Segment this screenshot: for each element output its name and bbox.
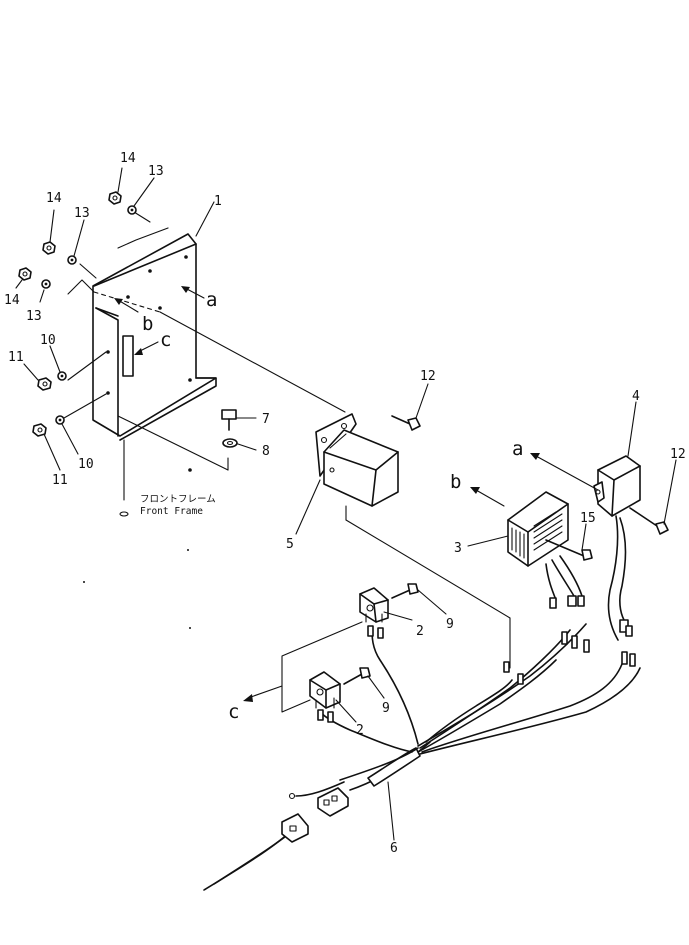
screw-9-lower <box>343 667 371 685</box>
washer-13-top <box>127 205 137 215</box>
relay-5 <box>315 413 399 507</box>
view-arrow-b-bracket <box>114 298 139 313</box>
callout-9-lower: 9 <box>382 701 390 716</box>
callout-1: 1 <box>214 194 222 209</box>
nut-14-low <box>18 267 32 281</box>
callout-13-mid: 13 <box>74 206 90 221</box>
callout-13-top: 13 <box>148 164 164 179</box>
callout-10-upper: 10 <box>40 333 56 348</box>
front-frame-en: Front Frame <box>140 506 203 517</box>
connectors <box>281 595 636 843</box>
bolt-7 <box>221 409 237 431</box>
washer-10-upper <box>57 371 67 381</box>
guide-lines <box>63 211 346 517</box>
view-letter-b-bracket: b <box>142 313 153 335</box>
bolt-12-unit4 <box>629 507 669 535</box>
nut-11-upper <box>37 377 52 391</box>
callout-12-relay: 12 <box>420 369 436 384</box>
bolt-15 <box>545 539 593 561</box>
callout-14-mid: 14 <box>46 191 62 206</box>
relay-2-upper <box>359 587 389 623</box>
scan-specks <box>83 549 191 629</box>
callout-3: 3 <box>454 541 462 556</box>
regulator-3 <box>507 491 569 567</box>
bolt-12-relay <box>391 415 421 431</box>
view-letters: a b c a b c <box>142 289 523 723</box>
washer-13-low <box>41 279 51 289</box>
front-frame-note: フロントフレーム Front Frame <box>140 494 216 517</box>
view-arrow-c-bracket <box>134 341 159 355</box>
leader-lines <box>15 167 677 841</box>
relay-2-lower <box>309 671 341 709</box>
callout-7: 7 <box>262 412 270 427</box>
callout-8: 8 <box>262 444 270 459</box>
callout-12-unit4: 12 <box>670 447 686 462</box>
callout-2-lower: 2 <box>356 723 364 738</box>
view-letter-a-bracket: a <box>206 289 217 311</box>
callout-4: 4 <box>632 389 640 404</box>
washer-10-lower <box>55 415 65 425</box>
callout-10-lower: 10 <box>78 457 94 472</box>
view-letter-b-right: b <box>450 471 461 493</box>
callout-15: 15 <box>580 511 596 526</box>
callout-13-low: 13 <box>26 309 42 324</box>
nut-11-lower <box>32 423 47 437</box>
nut-14-mid <box>42 241 56 255</box>
view-arrow-b-right <box>470 487 505 507</box>
callout-14-top: 14 <box>120 151 136 166</box>
unit-4 <box>593 455 641 517</box>
callout-11-upper: 11 <box>8 350 24 365</box>
mounting-bracket <box>92 233 217 472</box>
callout-14-low: 14 <box>4 293 20 308</box>
callout-labels: 1 14 13 14 13 14 13 10 11 10 11 7 8 12 5… <box>4 151 686 856</box>
callout-6: 6 <box>390 841 398 856</box>
view-letter-c-lower: c <box>228 701 239 723</box>
wire-harness-6 <box>203 505 641 891</box>
callout-5: 5 <box>286 537 294 552</box>
callout-2-upper: 2 <box>416 624 424 639</box>
nut-14-top <box>108 191 122 205</box>
callout-9-upper: 9 <box>446 617 454 632</box>
callout-11-lower: 11 <box>52 473 68 488</box>
washer-8 <box>222 438 238 448</box>
view-letter-c-bracket: c <box>160 329 171 351</box>
front-frame-jp: フロントフレーム <box>140 494 216 505</box>
screw-9-upper <box>391 583 419 599</box>
view-arrow-a-bracket <box>181 286 205 299</box>
washer-13-mid <box>67 255 77 265</box>
view-c-bracket <box>243 621 363 713</box>
view-arrow-a-right <box>530 453 599 491</box>
view-letter-a-right: a <box>512 438 523 460</box>
